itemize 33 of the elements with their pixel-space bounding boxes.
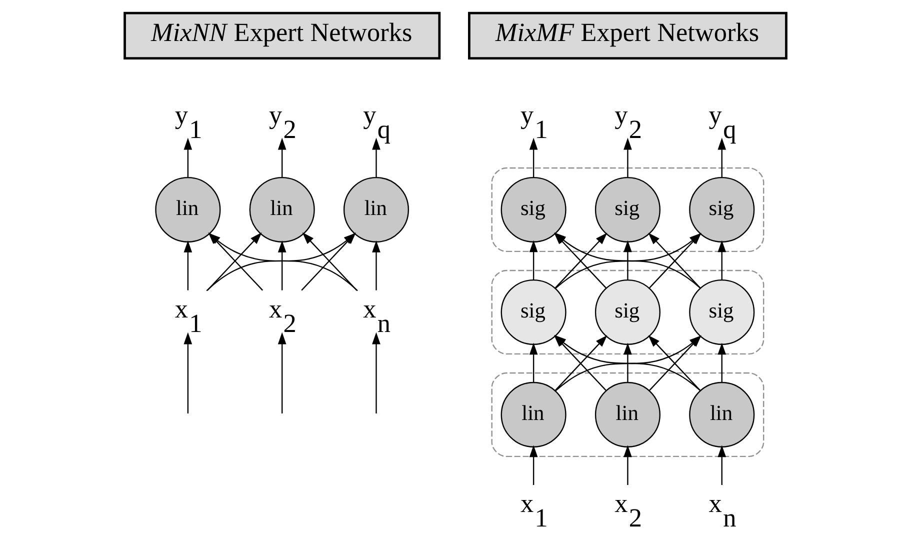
arrow: [717, 240, 726, 280]
node-circle: lin: [500, 382, 566, 448]
arrow: [277, 138, 286, 178]
arrow: [717, 445, 726, 485]
arrow: [528, 240, 538, 280]
arrow: [277, 240, 286, 290]
arrow: [183, 332, 192, 414]
arrow: [623, 342, 632, 382]
arrow: [528, 342, 538, 382]
arrow: [528, 445, 538, 485]
arrow: [717, 342, 726, 382]
arrow: [372, 240, 380, 290]
node-box: MixNN Expert Networks: [123, 12, 440, 60]
node-circle: lin: [154, 176, 220, 242]
arrow: [372, 138, 380, 178]
arrow: [277, 332, 286, 414]
arrow: [183, 138, 192, 178]
node-box: MixMF Expert Networks: [468, 12, 787, 60]
node-circle: sig: [594, 279, 660, 345]
node-circle: sig: [594, 176, 660, 242]
node-circle: sig: [688, 279, 754, 345]
node-circle: lin: [594, 382, 660, 448]
node-circle: lin: [342, 176, 409, 242]
node-circle: lin: [688, 382, 754, 448]
arrow: [623, 240, 632, 280]
arrow: [623, 445, 632, 485]
arrow: [623, 138, 632, 178]
arrow: [717, 138, 726, 178]
arrow: [528, 138, 538, 178]
node-circle: sig: [688, 176, 754, 242]
arrow: [372, 332, 380, 414]
arrow: [183, 240, 192, 290]
node-circle: lin: [248, 176, 314, 242]
